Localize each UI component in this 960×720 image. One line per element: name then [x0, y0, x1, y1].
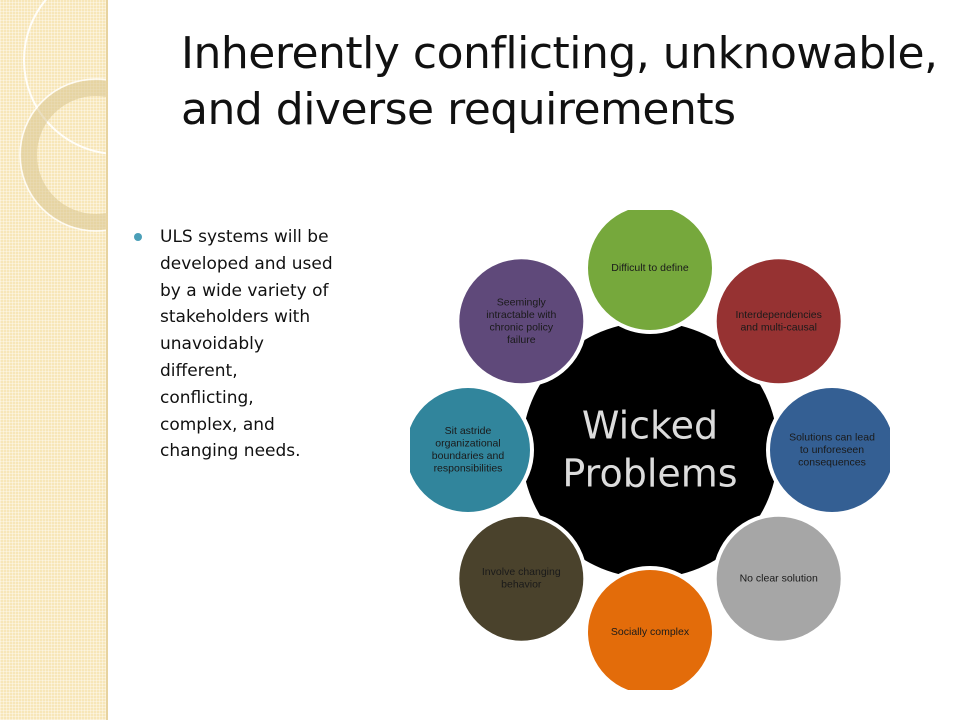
- slide-title: Inherently conflicting, unknowable, and …: [181, 28, 938, 135]
- bullet-list: ULS systems will be developed and used b…: [134, 224, 334, 465]
- node-label: behavior: [501, 579, 542, 591]
- center-circle: [522, 322, 778, 578]
- node-label: Solutions can lead: [789, 431, 875, 443]
- node-circle: [712, 512, 845, 645]
- node-circle: [712, 255, 845, 388]
- node-label: responsibilities: [434, 463, 503, 475]
- node-label: Sit astride: [445, 425, 492, 437]
- node-circle: [766, 384, 890, 516]
- node-label: failure: [507, 334, 536, 346]
- node-circle: [455, 255, 588, 388]
- node-circle: [455, 512, 588, 645]
- node-label: consequences: [798, 456, 866, 468]
- node-label: Socially complex: [611, 626, 690, 638]
- node-circle: [584, 210, 716, 334]
- decorative-rings: [19, 0, 106, 232]
- node-label: boundaries and: [432, 450, 505, 462]
- node-label: to unforeseen: [800, 444, 864, 456]
- node-label: Difficult to define: [611, 262, 689, 274]
- bullet-text: ULS systems will be developed and used b…: [160, 227, 333, 462]
- node-label: Seemingly: [497, 296, 547, 308]
- node-label: Involve changing: [482, 566, 561, 578]
- node-label: intractable with: [486, 309, 556, 321]
- center-label: Problems: [562, 452, 737, 496]
- node-label: and multi-causal: [740, 321, 816, 333]
- node: Difficult to define: [584, 210, 716, 334]
- bullet-marker: [134, 233, 142, 241]
- node-label: chronic policy: [489, 321, 553, 333]
- sidebar-decoration: [0, 0, 108, 720]
- node: Socially complex: [584, 566, 716, 690]
- center-label: Wicked: [582, 404, 718, 448]
- node: No clear solution: [712, 512, 845, 645]
- bullet-item: ULS systems will be developed and used b…: [134, 224, 334, 465]
- node-circle: [584, 566, 716, 690]
- node-circle: [410, 384, 534, 516]
- node-label: Interdependencies: [735, 309, 821, 321]
- node-label: No clear solution: [740, 572, 818, 584]
- node-label: organizational: [435, 438, 500, 450]
